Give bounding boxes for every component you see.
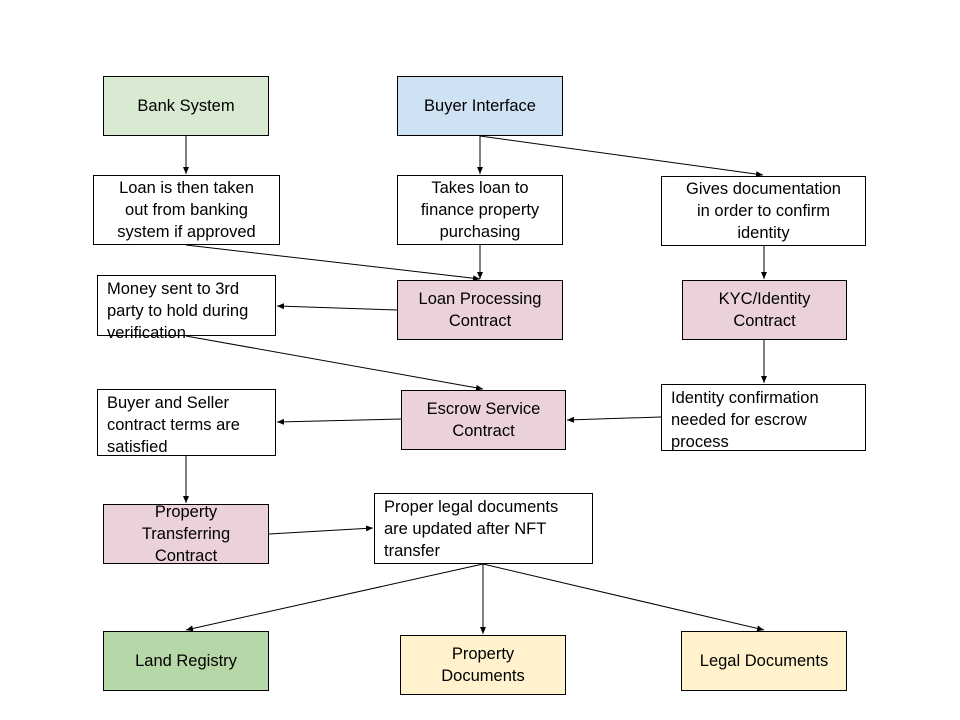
legal-documents-updated-node: Proper legal documents are updated after… (374, 493, 593, 564)
legal-documents-updated-label: Proper legal documents are updated after… (384, 498, 559, 560)
legal-documents-label: Legal Documents (699, 652, 829, 670)
gives-documentation-label: Gives documentation in order to confirm … (685, 180, 841, 242)
escrow-service-contract-node: Escrow Service Contract (401, 390, 566, 450)
money-sent-label: Money sent to 3rd party to hold during v… (107, 280, 249, 342)
identity-confirmation-node: Identity confirmation needed for escrow … (661, 384, 866, 451)
kyc-identity-contract-label: KYC/Identity Contract (718, 290, 811, 330)
legal-documents-node: Legal Documents (681, 631, 847, 691)
terms-satisfied-label: Buyer and Seller contract terms are sati… (107, 394, 240, 456)
buyer-interface-node: Buyer Interface (397, 76, 563, 136)
identity-confirmation-label: Identity confirmation needed for escrow … (671, 389, 819, 451)
loan-processing-contract-node: Loan Processing Contract (397, 280, 563, 340)
buyer-interface-label: Buyer Interface (424, 97, 536, 115)
arrow-loan-taken-to-loan-processing (185, 244, 481, 282)
property-documents-node: Property Documents (400, 635, 566, 695)
land-registry-node: Land Registry (103, 631, 269, 691)
loan-taken-out-node: Loan is then taken out from banking syst… (93, 175, 280, 245)
escrow-service-contract-label: Escrow Service Contract (426, 400, 541, 440)
loan-taken-out-label: Loan is then taken out from banking syst… (117, 179, 256, 241)
arrow-identity-confirmation-to-escrow (566, 416, 662, 423)
property-transferring-contract-label: Property Transferring Contract (141, 503, 231, 565)
property-transferring-contract-node: Property Transferring Contract (103, 503, 269, 565)
terms-satisfied-node: Buyer and Seller contract terms are sati… (97, 389, 276, 456)
arrow-legal-updated-to-land-registry (185, 563, 484, 632)
kyc-identity-contract-node: KYC/Identity Contract (682, 280, 847, 340)
takes-loan-label: Takes loan to finance property purchasin… (420, 179, 540, 241)
arrow-legal-updated-to-legal-documents (482, 563, 765, 632)
money-sent-node: Money sent to 3rd party to hold during v… (97, 275, 276, 342)
land-registry-label: Land Registry (135, 652, 237, 670)
arrow-property-transferring-to-legal-updated (268, 525, 374, 535)
gives-documentation-node: Gives documentation in order to confirm … (661, 176, 866, 246)
arrow-escrow-to-terms-satisfied (276, 418, 402, 425)
takes-loan-node: Takes loan to finance property purchasin… (397, 175, 563, 245)
property-documents-label: Property Documents (441, 645, 525, 685)
bank-system-node: Bank System (103, 76, 269, 136)
arrow-loan-processing-to-money-sent (276, 303, 398, 311)
loan-processing-contract-label: Loan Processing Contract (418, 290, 542, 330)
bank-system-label: Bank System (137, 97, 235, 115)
arrow-buyer-to-gives-documentation (479, 135, 764, 178)
